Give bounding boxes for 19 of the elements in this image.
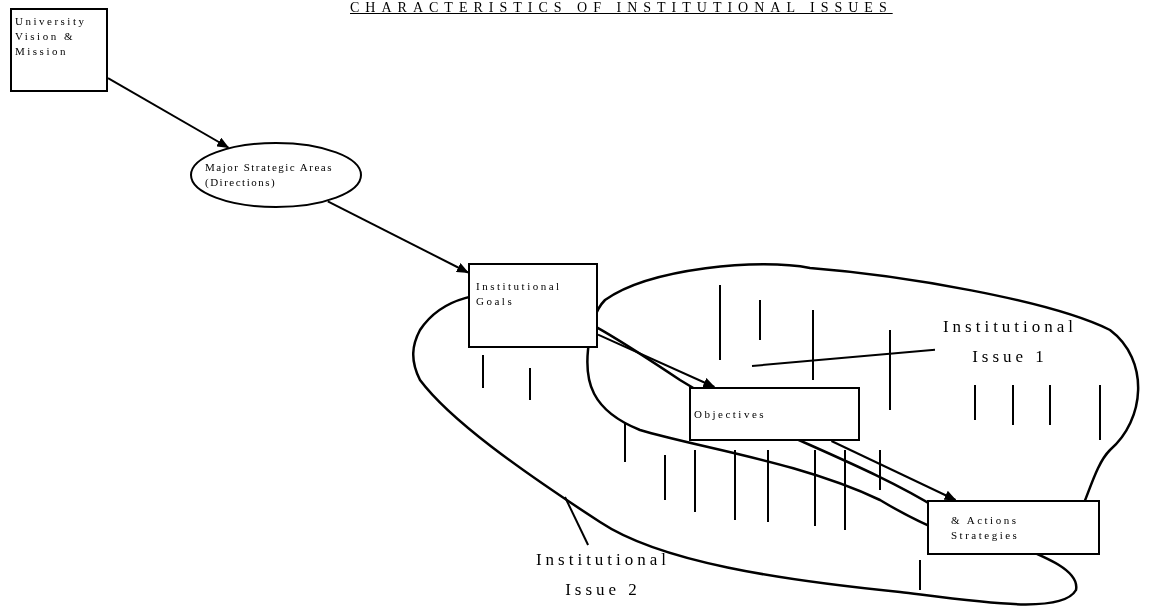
node-text: & Actions Strategies xyxy=(951,512,1021,543)
oval xyxy=(190,142,362,208)
node-text: University Vision & Mission xyxy=(15,14,88,59)
process-box xyxy=(689,387,860,441)
node-text: Objectives xyxy=(694,406,768,422)
arrow xyxy=(830,440,957,501)
node-text: Major Strategic Areas (Directions) xyxy=(205,160,335,190)
process-box xyxy=(468,263,598,348)
arrow xyxy=(107,77,230,149)
node-text: Institutional Goals xyxy=(476,279,563,309)
arrow xyxy=(326,200,469,274)
leader-line xyxy=(564,496,590,546)
node-text: Institutional Issue 2 xyxy=(534,549,672,601)
process-box xyxy=(927,500,1100,555)
arrow xyxy=(597,333,716,388)
process-box xyxy=(10,8,108,92)
title: CHARACTERISTICS OF INSTITUTIONAL ISSUES xyxy=(350,0,893,16)
leader-line xyxy=(751,348,936,367)
node-text: Institutional Issue 1 xyxy=(941,316,1079,368)
